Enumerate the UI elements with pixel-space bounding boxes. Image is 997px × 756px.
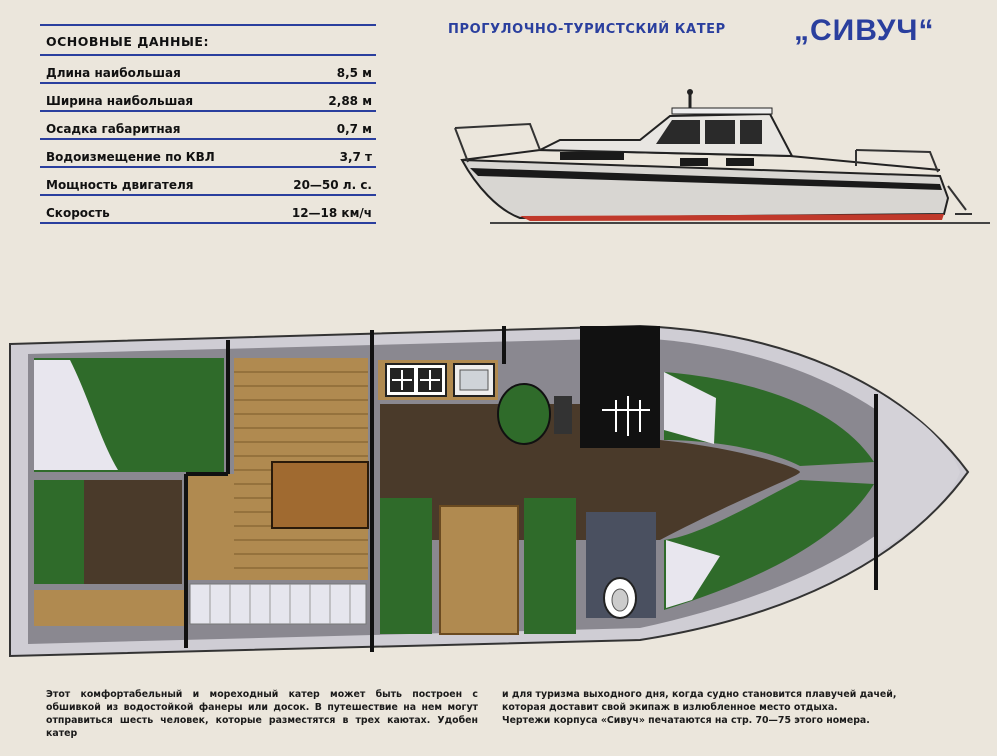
helm-seat-icon (497, 383, 572, 445)
spec-label: Ширина наибольшая (46, 94, 194, 108)
boat-name: „СИВУЧ“ (794, 14, 935, 47)
specs-table: ОСНОВНЫЕ ДАННЫЕ: Длина наибольшая 8,5 м Ш… (40, 24, 376, 224)
description-right-para-1: и для туризма выходного дня, когда судно… (502, 689, 897, 713)
spec-row-draft: Осадка габаритная 0,7 м (40, 112, 376, 140)
spec-value: 3,7 т (339, 150, 372, 164)
spec-value: 2,88 м (328, 94, 372, 108)
deck-plan-illustration (9, 324, 970, 658)
stove-icon (385, 363, 447, 397)
side-view-illustration (454, 89, 990, 224)
spec-row-engine-power: Мощность двигателя 20—50 л. с. (40, 168, 376, 196)
description-left: Этот комфортабельный и мореходный катер … (46, 689, 478, 739)
spec-value: 20—50 л. с. (293, 178, 372, 192)
spec-label: Мощность двигателя (46, 178, 194, 192)
spec-label: Водоизмещение по КВЛ (46, 150, 215, 164)
spec-label: Осадка габаритная (46, 122, 181, 136)
description-right: и для туризма выходного дня, когда судно… (502, 688, 922, 727)
spec-row-speed: Скорость 12—18 км/ч (40, 196, 376, 224)
spec-value: 8,5 м (336, 66, 372, 80)
specs-top-rule (40, 24, 376, 26)
specs-heading: ОСНОВНЫЕ ДАННЫЕ: (40, 34, 376, 56)
spec-value: 12—18 км/ч (291, 206, 372, 220)
article-headline: ПРОГУЛОЧНО-ТУРИСТСКИЙ КАТЕР (448, 22, 726, 37)
sink-icon (453, 363, 495, 397)
spec-label: Скорость (46, 206, 110, 220)
spec-row-displacement: Водоизмещение по КВЛ 3,7 т (40, 140, 376, 168)
description-right-para-2: Чертежи корпуса «Сивуч» печатаются на ст… (502, 715, 870, 726)
spec-label: Длина наибольшая (46, 66, 181, 80)
spec-row-beam: Ширина наибольшая 2,88 м (40, 84, 376, 112)
spec-value: 0,7 м (336, 122, 372, 136)
spec-row-length: Длина наибольшая 8,5 м (40, 56, 376, 84)
toilet-icon (603, 577, 637, 619)
